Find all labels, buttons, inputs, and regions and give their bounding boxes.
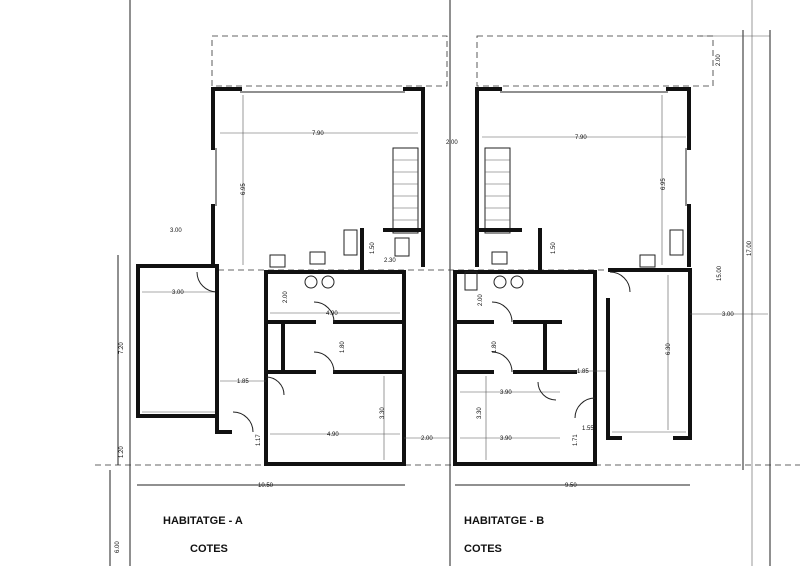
dim-label: 2.30 <box>384 258 396 264</box>
dim-label: 6.30 <box>666 343 672 355</box>
dim-label: 3.30 <box>380 407 386 419</box>
dimension-labels-b: 7.90 6.95 1.50 2.00 1.80 3.90 3.90 3.30 … <box>477 54 753 489</box>
dim-label: 2.00 <box>716 54 722 66</box>
dim-label: 1.20 <box>119 446 125 458</box>
house-a-walls <box>136 87 450 466</box>
dim-label: 7.20 <box>119 342 125 354</box>
dim-label: 1.50 <box>370 242 376 254</box>
dim-label: 4.90 <box>326 311 338 317</box>
dim-label: 2.00 <box>283 291 289 303</box>
dim-label: 3.90 <box>500 390 512 396</box>
plot-boundary-b <box>476 35 714 87</box>
house-b-subtitle: COTES <box>464 543 502 555</box>
dim-label: 2.00 <box>421 436 433 442</box>
dim-label: 3.00 <box>172 290 184 296</box>
dim-label: 1.80 <box>340 341 346 353</box>
dim-label: 6.00 <box>115 541 121 553</box>
dim-label: 1.50 <box>551 242 557 254</box>
dim-label: 1.71 <box>573 434 579 446</box>
dim-label: 1.17 <box>256 434 262 446</box>
dim-label: 17.00 <box>747 240 753 256</box>
dim-label: 2.00 <box>478 294 484 306</box>
dim-label: 3.30 <box>477 407 483 419</box>
dim-label: 7.90 <box>312 131 324 137</box>
house-b-walls <box>453 87 768 466</box>
dim-label: 3.90 <box>500 436 512 442</box>
dim-label: 1.80 <box>492 341 498 353</box>
dim-label: 7.90 <box>575 135 587 141</box>
dim-label: 10.50 <box>258 483 274 489</box>
house-a-title: HABITATGE - A <box>163 515 243 527</box>
dim-label: 2.00 <box>446 140 458 146</box>
dim-label: 3.00 <box>170 228 182 234</box>
dim-label: 6.95 <box>241 183 247 195</box>
house-b-title: HABITATGE - B <box>464 515 544 527</box>
dim-label: 3.00 <box>722 312 734 318</box>
dim-label: 1.85 <box>237 379 249 385</box>
plot-boundary-a <box>211 35 448 87</box>
dim-label: 1.55 <box>582 426 594 432</box>
dim-label: 9.50 <box>565 483 577 489</box>
dimension-labels-a: 7.90 6.95 3.00 2.00 1.50 2.30 3.00 2.00 … <box>115 131 458 553</box>
dim-label: 6.95 <box>661 178 667 190</box>
dim-label: 15.00 <box>717 265 723 281</box>
dim-label: 4.90 <box>327 432 339 438</box>
house-a-subtitle: COTES <box>190 543 228 555</box>
dim-label: 1.85 <box>577 369 589 375</box>
reference-lines <box>95 0 800 566</box>
